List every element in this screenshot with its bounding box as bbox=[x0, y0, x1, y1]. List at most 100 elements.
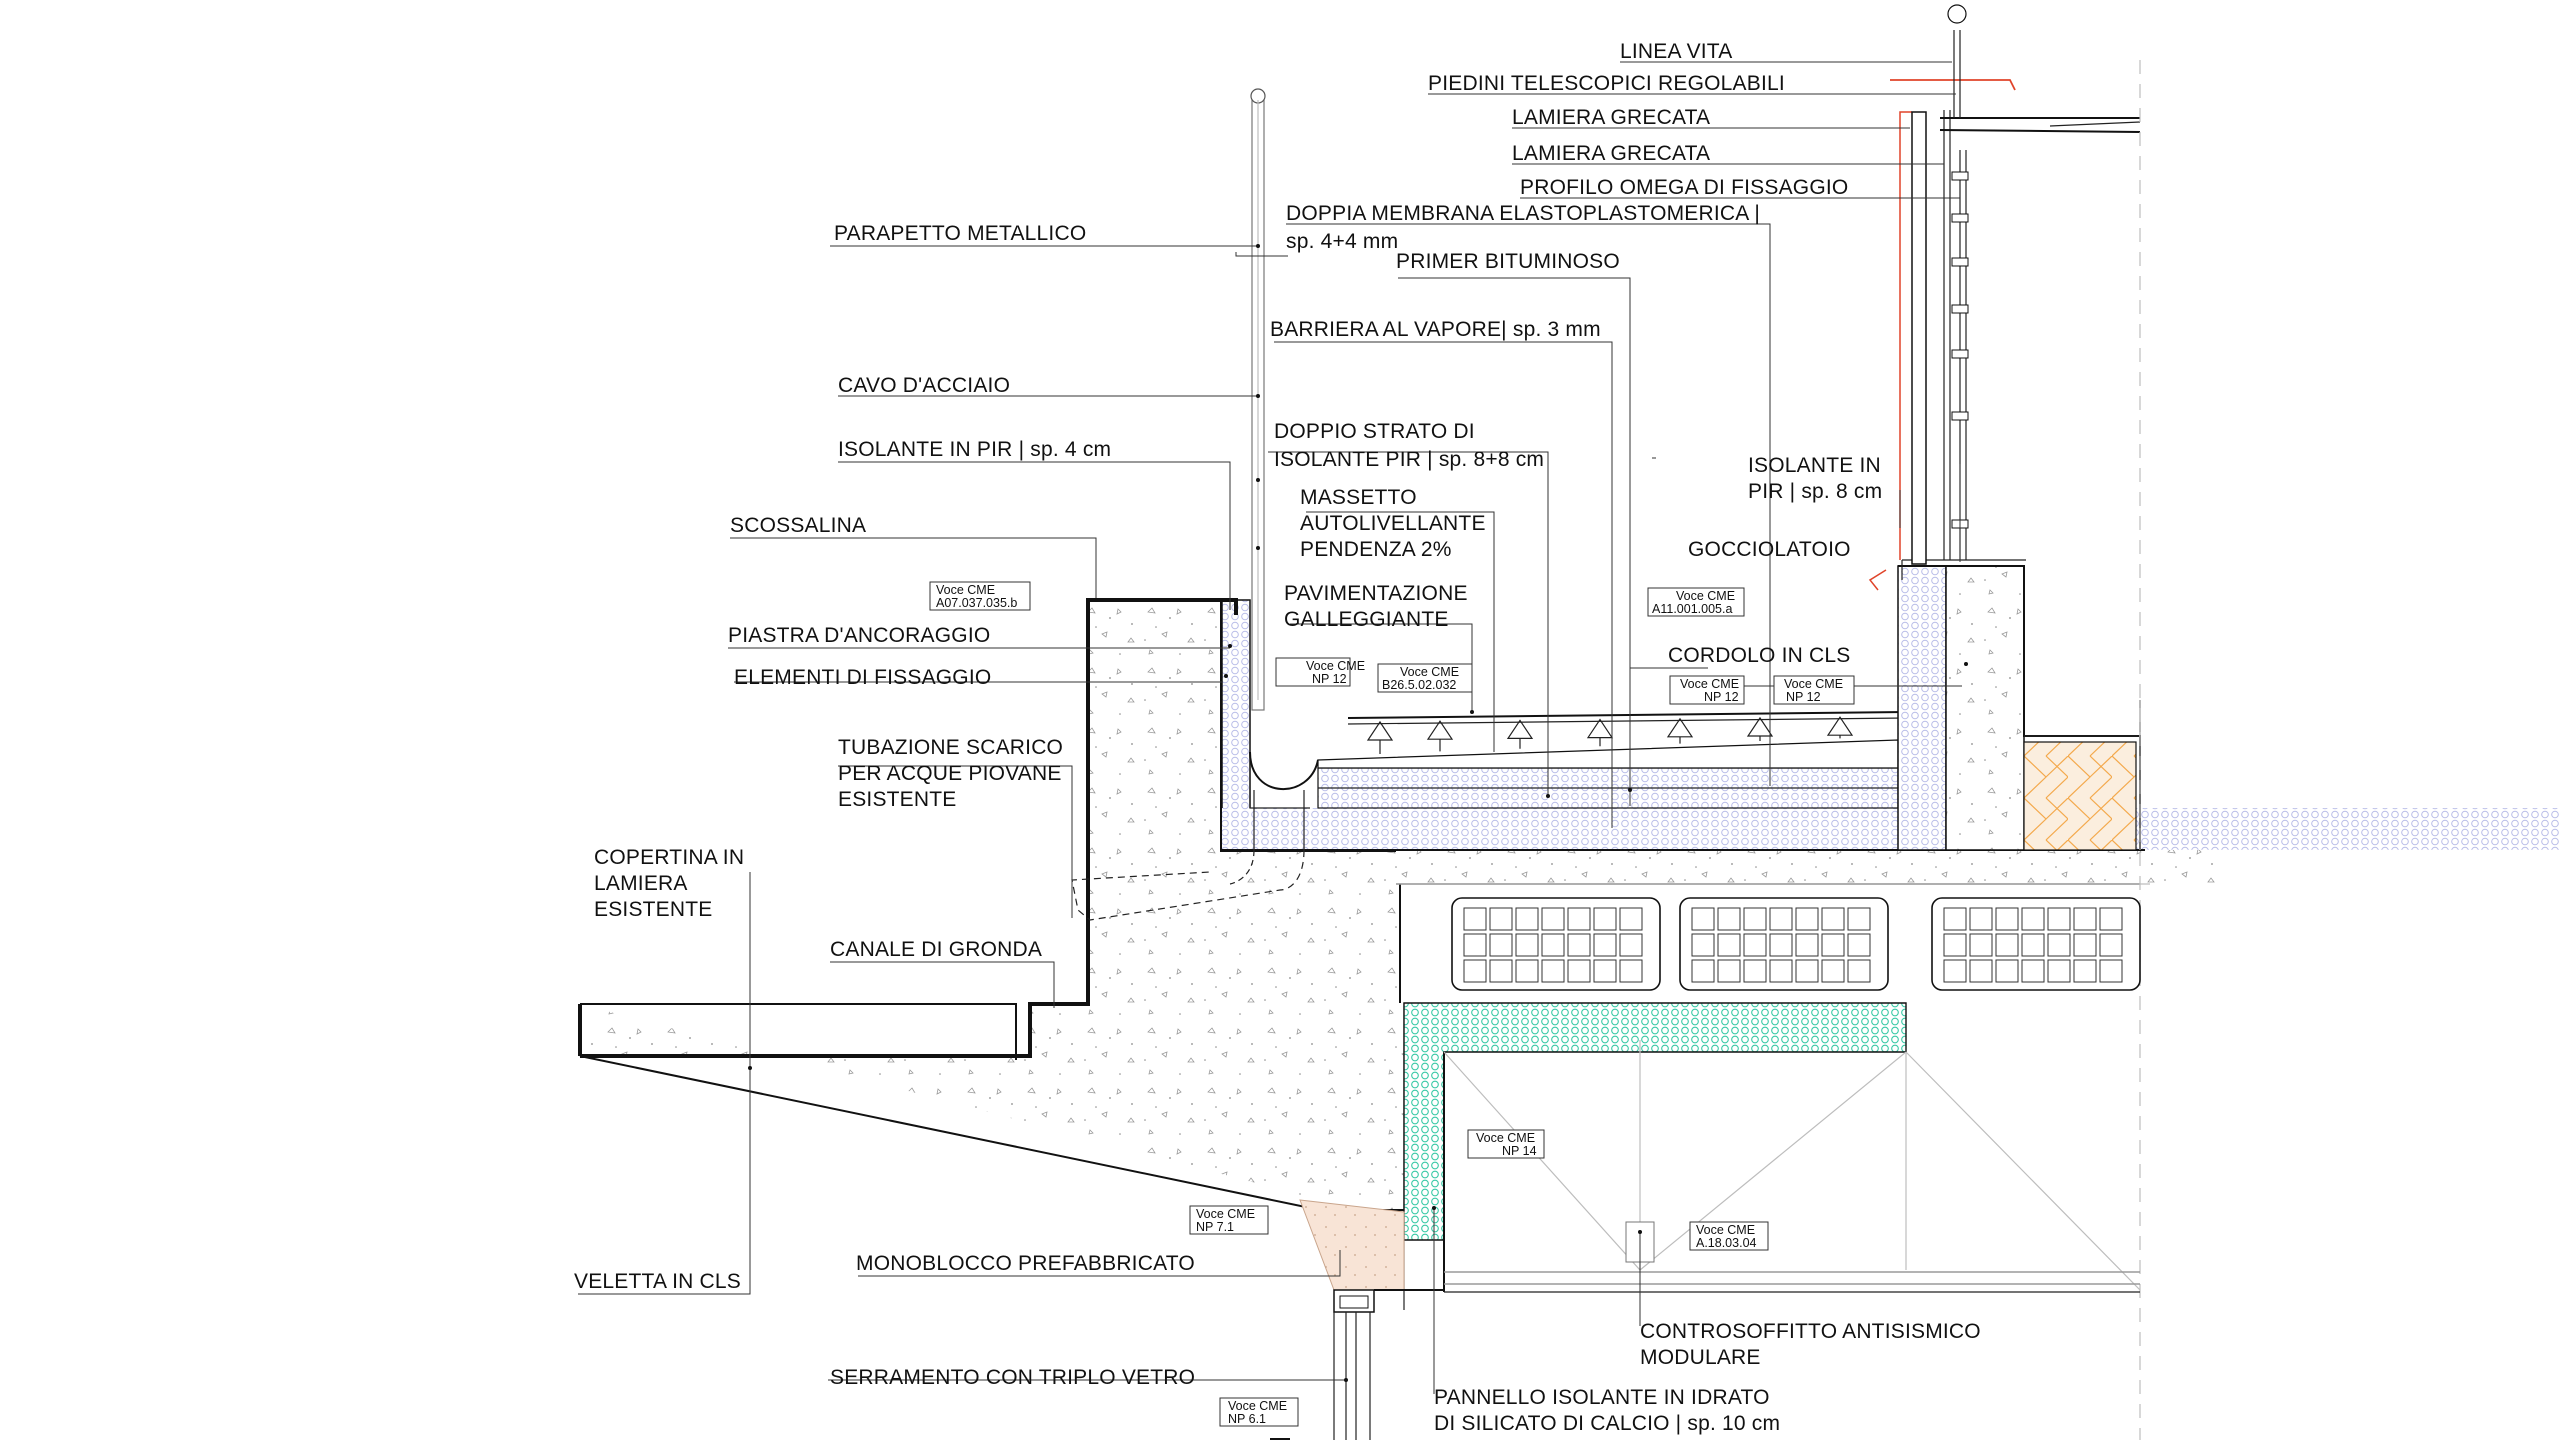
leader-lines bbox=[578, 61, 1962, 1394]
label-copertina-2: LAMIERA bbox=[594, 872, 688, 895]
cme-tag-a18: Voce CME A.18.03.04 bbox=[1689, 1221, 1769, 1251]
svg-text:A11.001.005.a: A11.001.005.a bbox=[1652, 602, 1732, 616]
ceiling-module bbox=[1679, 897, 1889, 991]
floor-pedestal bbox=[1586, 718, 1614, 747]
cme-tag-b26: Voce CME B26.5.02.032 bbox=[1377, 663, 1473, 693]
monoblocco-and-window bbox=[1270, 1199, 1444, 1440]
fixing-bolt bbox=[1951, 304, 1969, 314]
label-copertina-3: ESISTENTE bbox=[594, 898, 713, 921]
label-monoblocco: MONOBLOCCO PREFABBRICATO bbox=[856, 1252, 1195, 1275]
label-isolante-in-1: ISOLANTE IN bbox=[1748, 454, 1881, 477]
label-gocciolatoio: GOCCIOLATOIO bbox=[1688, 538, 1851, 561]
label-lamiera-grecata-2: LAMIERA GRECATA bbox=[1512, 142, 1710, 165]
svg-text:Voce CME: Voce CME bbox=[1196, 1207, 1255, 1221]
label-primer-bituminoso: PRIMER BITUMINOSO bbox=[1396, 250, 1620, 273]
svg-text:Voce CME: Voce CME bbox=[1784, 677, 1843, 691]
floor-pedestal bbox=[1826, 716, 1854, 739]
svg-text:Voce CME: Voce CME bbox=[1400, 665, 1459, 679]
leader-dots bbox=[748, 244, 1968, 1382]
label-pavimentazione-2: GALLEGGIANTE bbox=[1284, 608, 1449, 631]
fixing-bolt bbox=[1951, 349, 1969, 359]
label-barriera-vapore: BARRIERA AL VAPORE| sp. 3 mm bbox=[1270, 318, 1601, 341]
cme-tag-np61: Voce CME NP 6.1 bbox=[1219, 1397, 1299, 1427]
label-profilo-omega: PROFILO OMEGA DI FISSAGGIO bbox=[1520, 176, 1848, 199]
svg-text:Voce CME: Voce CME bbox=[1680, 677, 1739, 691]
drain-outlet bbox=[1071, 751, 1319, 921]
label-tubazione-3: ESISTENTE bbox=[838, 788, 957, 811]
label-massetto-3: PENDENZA 2% bbox=[1300, 538, 1452, 561]
ceiling-module bbox=[1931, 897, 2141, 991]
fixing-bolt bbox=[1951, 213, 1969, 223]
svg-text:NP 6.1: NP 6.1 bbox=[1228, 1412, 1266, 1426]
label-lamiera-grecata-1: LAMIERA GRECATA bbox=[1512, 106, 1710, 129]
floating-floor bbox=[1347, 711, 1907, 754]
label-cavo-acciaio: CAVO D'ACCIAIO bbox=[838, 374, 1010, 397]
svg-text:A07.037.035.b: A07.037.035.b bbox=[936, 596, 1017, 610]
label-tubazione-2: PER ACQUE PIOVANE bbox=[838, 762, 1062, 785]
roof-pir-insulation bbox=[1317, 739, 1899, 809]
svg-text:Voce CME: Voce CME bbox=[1696, 1223, 1755, 1237]
label-cordolo-cls: CORDOLO IN CLS bbox=[1668, 644, 1851, 667]
label-pavimentazione-1: PAVIMENTAZIONE bbox=[1284, 582, 1468, 605]
label-canale-gronda: CANALE DI GRONDA bbox=[830, 938, 1042, 961]
metal-railing bbox=[1250, 88, 1266, 711]
svg-text:NP 7.1: NP 7.1 bbox=[1196, 1220, 1234, 1234]
label-doppio-strato-2: ISOLANTE PIR | sp. 8+8 cm bbox=[1274, 448, 1544, 471]
floor-pedestal bbox=[1506, 719, 1534, 749]
svg-text:B26.5.02.032: B26.5.02.032 bbox=[1382, 678, 1456, 692]
svg-text:NP 12: NP 12 bbox=[1786, 690, 1821, 704]
label-piedini-telescopici: PIEDINI TELESCOPICI REGOLABILI bbox=[1428, 72, 1785, 95]
annotation-labels: LINEA VITA PIEDINI TELESCOPICI REGOLABIL… bbox=[574, 40, 1981, 1435]
label-pannello-2: DI SILICATO DI CALCIO | sp. 10 cm bbox=[1434, 1412, 1780, 1435]
cme-tag-np12-a: Voce CME NP 12 bbox=[1275, 657, 1365, 687]
label-doppio-strato-1: DOPPIO STRATO DI bbox=[1274, 420, 1475, 443]
svg-text:NP 14: NP 14 bbox=[1502, 1144, 1537, 1158]
label-doppia-membrana-1: DOPPIA MEMBRANA ELASTOPLASTOMERICA | bbox=[1286, 202, 1760, 225]
label-parapetto-metallico: PARAPETTO METALLICO bbox=[834, 222, 1086, 245]
label-isolante-in-2: PIR | sp. 8 cm bbox=[1748, 480, 1882, 503]
svg-text:NP 12: NP 12 bbox=[1312, 672, 1347, 686]
label-veletta-cls: VELETTA IN CLS bbox=[574, 1270, 741, 1293]
cme-tags: Voce CME A07.037.035.b Voce CME NP 12 Vo… bbox=[929, 581, 1855, 1427]
label-massetto-2: AUTOLIVELLANTE bbox=[1300, 512, 1486, 535]
svg-text:A.18.03.04: A.18.03.04 bbox=[1696, 1236, 1757, 1250]
floor-pedestal bbox=[1746, 716, 1774, 741]
svg-text:Voce CME: Voce CME bbox=[1306, 659, 1365, 673]
floor-pedestal bbox=[1426, 720, 1454, 752]
svg-text:NP 12: NP 12 bbox=[1704, 690, 1739, 704]
concrete-curb bbox=[1868, 111, 2141, 851]
label-piastra-ancoraggio: PIASTRA D'ANCORAGGIO bbox=[728, 624, 990, 647]
cme-tag-a07: Voce CME A07.037.035.b bbox=[929, 581, 1031, 611]
fixing-bolt bbox=[1951, 171, 1969, 181]
svg-text:Voce CME: Voce CME bbox=[1676, 589, 1735, 603]
cme-tag-a11: Voce CME A11.001.005.a bbox=[1647, 587, 1745, 617]
fixing-bolt bbox=[1951, 257, 1969, 267]
svg-text:Voce CME: Voce CME bbox=[936, 583, 995, 597]
label-pannello-1: PANNELLO ISOLANTE IN IDRATO bbox=[1434, 1386, 1770, 1409]
label-isolante-pir-4: ISOLANTE IN PIR | sp. 4 cm bbox=[838, 438, 1111, 461]
label-elementi-fissaggio: ELEMENTI DI FISSAGGIO bbox=[734, 666, 991, 689]
ceiling-module bbox=[1451, 897, 1661, 991]
external-wall bbox=[2023, 700, 2141, 851]
label-scossalina: SCOSSALINA bbox=[730, 514, 866, 537]
cme-tag-np71: Voce CME NP 7.1 bbox=[1189, 1205, 1269, 1235]
floor-pedestal bbox=[1666, 717, 1694, 744]
label-controsoffitto-2: MODULARE bbox=[1640, 1346, 1761, 1369]
label-controsoffitto-1: CONTROSOFFITTO ANTISISMICO bbox=[1640, 1320, 1981, 1343]
svg-text:Voce CME: Voce CME bbox=[1228, 1399, 1287, 1413]
label-massetto-1: MASSETTO bbox=[1300, 486, 1417, 509]
label-serramento: SERRAMENTO CON TRIPLO VETRO bbox=[830, 1366, 1195, 1389]
fixing-bolt bbox=[1951, 411, 1969, 421]
upper-lamiera-assembly bbox=[1890, 4, 2141, 565]
cme-tag-np12-b: Voce CME NP 12 bbox=[1669, 675, 1745, 705]
cme-tag-np14: Voce CME NP 14 bbox=[1467, 1129, 1545, 1159]
svg-text:Voce CME: Voce CME bbox=[1476, 1131, 1535, 1145]
parapet-insulation-wrap bbox=[1088, 598, 2560, 851]
label-linea-vita: LINEA VITA bbox=[1620, 40, 1733, 63]
floor-pedestal bbox=[1366, 720, 1394, 754]
label-doppia-membrana-2: sp. 4+4 mm bbox=[1286, 230, 1398, 253]
label-tubazione-1: TUBAZIONE SCARICO bbox=[838, 736, 1063, 759]
label-copertina-1: COPERTINA IN bbox=[594, 846, 744, 869]
cme-tag-np12-c: Voce CME NP 12 bbox=[1773, 675, 1855, 705]
